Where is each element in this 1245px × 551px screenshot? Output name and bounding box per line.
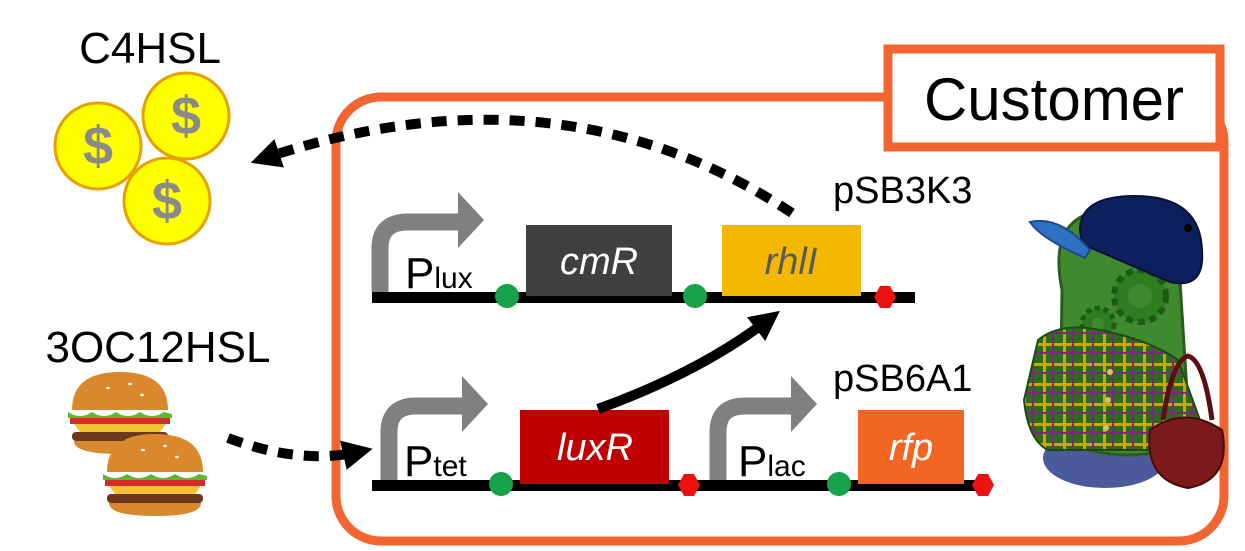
terminator-icon <box>678 474 700 496</box>
handbag-icon <box>1148 353 1225 490</box>
promoter-lux-label: Plux <box>405 249 473 298</box>
coin-dollar-3: $ <box>152 171 182 231</box>
terminator-icon <box>972 474 994 496</box>
rbs-icon <box>827 472 851 496</box>
coin-icon: $ <box>53 101 143 191</box>
coin-icon: $ <box>122 156 212 246</box>
customer-label-box <box>883 44 1225 152</box>
promoter-lux-sub: lux <box>434 262 472 295</box>
c4hsl-label: C4HSL <box>79 24 221 73</box>
customer-label: Customer <box>924 66 1184 133</box>
promoter-tet-letter: P <box>404 437 433 486</box>
promoter-arrowhead-icon <box>458 192 484 248</box>
plasmid-bottom-name: pSB6A1 <box>833 358 972 400</box>
coin-icon: $ <box>141 71 231 161</box>
gene-cmr-label: cmR <box>560 241 638 283</box>
promoter-arrowhead-icon <box>791 376 817 432</box>
promoter-lac-label: Plac <box>738 437 806 486</box>
coin-dollar-2: $ <box>171 86 201 146</box>
gear-icon <box>1111 267 1169 325</box>
gene-luxr-label: luxR <box>557 427 633 469</box>
plasmid-top-name: pSB3K3 <box>833 170 972 212</box>
promoter-arrow-icon <box>709 397 793 480</box>
gene-cmr <box>526 225 672 296</box>
gene-luxr <box>520 410 669 484</box>
gene-rfp <box>858 410 964 484</box>
terminator-icon <box>874 286 896 308</box>
gene-rhli-label: rhlI <box>765 241 818 283</box>
promoter-lac-letter: P <box>738 437 767 486</box>
rbs-icon <box>495 284 519 308</box>
luxr-activation-arrow <box>596 310 780 414</box>
promoter-arrow-icon <box>371 213 460 292</box>
promoter-arrowhead-icon <box>462 376 488 432</box>
gene-rhli <box>722 225 861 296</box>
customer-character-icon <box>1022 194 1204 488</box>
promoter-tet-sub: tet <box>433 450 467 483</box>
promoter-arrow-icon <box>380 397 464 480</box>
plasmid-top-backbone <box>372 292 915 303</box>
burger-icon <box>103 434 207 516</box>
3oc12hsl-label: 3OC12HSL <box>45 323 270 372</box>
c4hsl-secretion-arrow <box>250 114 795 218</box>
promoter-lac-sub: lac <box>767 450 805 483</box>
gene-rfp-label: rfp <box>889 427 933 469</box>
coin-dollar-1: $ <box>83 116 113 176</box>
rbs-icon <box>683 284 707 308</box>
rbs-icon <box>489 472 513 496</box>
promoter-tet-label: Ptet <box>404 437 467 486</box>
customer-cell-frame <box>331 92 1229 546</box>
promoter-lux-letter: P <box>405 249 434 298</box>
